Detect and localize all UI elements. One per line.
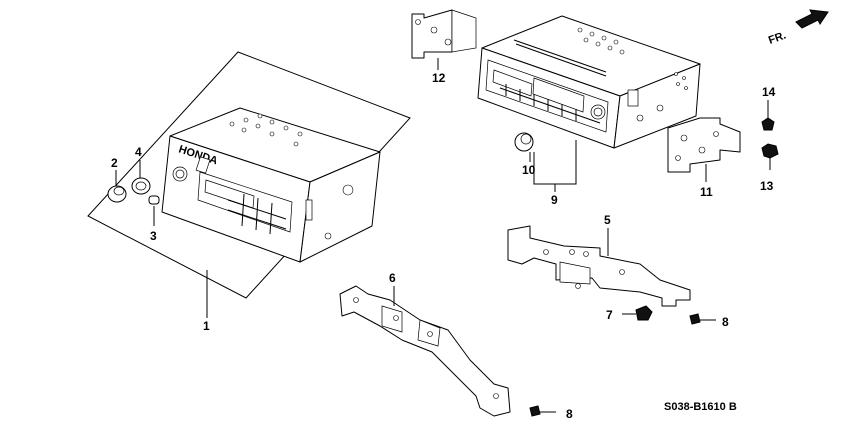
bracket-part-6 bbox=[339, 285, 511, 417]
bracket-part-12 bbox=[411, 9, 477, 70]
screw-part-8-upper bbox=[689, 313, 716, 325]
front-direction-label: FR. bbox=[767, 29, 788, 46]
shaft-part-3 bbox=[148, 195, 160, 205]
callout-8-upper: 8 bbox=[722, 315, 729, 329]
callout-2: 2 bbox=[111, 156, 118, 170]
knob-part-4 bbox=[131, 177, 151, 195]
screw-part-14 bbox=[761, 100, 775, 131]
screw-part-8-lower bbox=[529, 405, 556, 417]
callout-5: 5 bbox=[604, 213, 611, 227]
knob-part-10 bbox=[514, 132, 534, 152]
radio-unit-right bbox=[477, 15, 701, 192]
top-vent-holes bbox=[229, 113, 303, 147]
callout-1: 1 bbox=[203, 319, 210, 333]
bracket-part-5 bbox=[507, 225, 691, 307]
callout-labels: 1 2 3 4 5 6 7 8 8 9 10 11 12 13 14 bbox=[111, 71, 776, 421]
bracket-part-11 bbox=[667, 117, 741, 182]
callout-4: 4 bbox=[135, 145, 142, 159]
knob-part-2 bbox=[107, 185, 127, 203]
callout-13: 13 bbox=[760, 179, 774, 193]
callout-9: 9 bbox=[551, 193, 558, 207]
callout-10: 10 bbox=[522, 163, 536, 177]
top-holes-right bbox=[577, 27, 688, 90]
callout-7: 7 bbox=[606, 308, 613, 322]
callout-14: 14 bbox=[762, 85, 776, 99]
callout-11: 11 bbox=[700, 185, 713, 199]
front-direction-arrow: FR. bbox=[767, 9, 829, 47]
clip-part-7 bbox=[622, 305, 653, 321]
callout-6: 6 bbox=[389, 271, 396, 285]
kit-outline bbox=[87, 51, 411, 318]
callout-3: 3 bbox=[150, 229, 157, 243]
callout-8-lower: 8 bbox=[566, 407, 573, 421]
diagram-code: S038-B1610 B bbox=[664, 401, 737, 413]
bolt-part-13 bbox=[761, 143, 779, 170]
radio-unit-left: HONDA bbox=[161, 107, 381, 263]
callout-12: 12 bbox=[432, 71, 446, 85]
leader-lines bbox=[115, 152, 531, 226]
